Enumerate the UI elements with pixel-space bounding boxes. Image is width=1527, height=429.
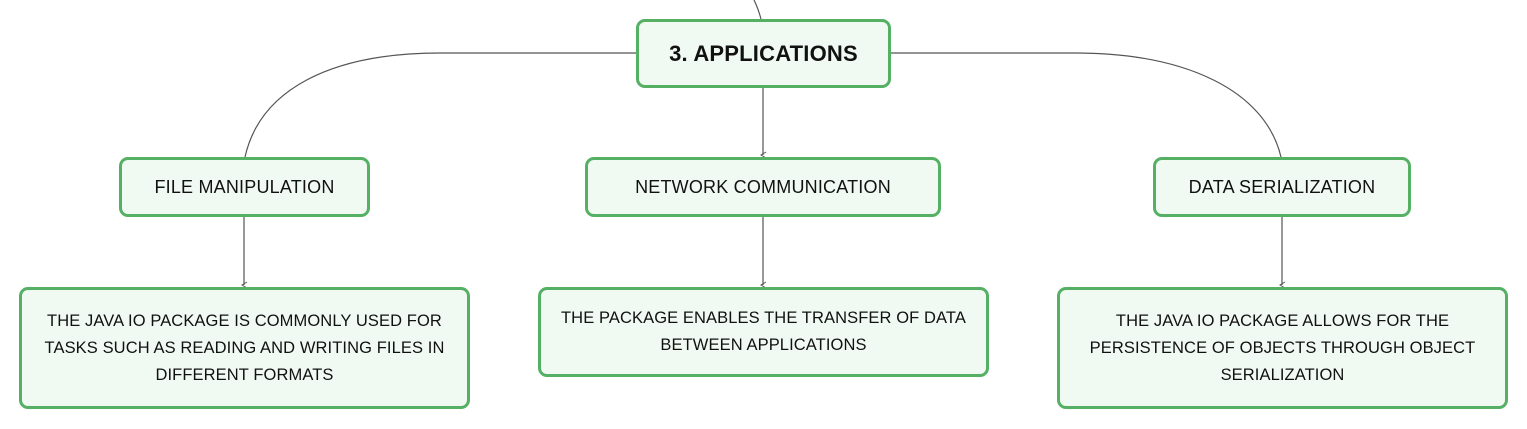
connector-root-to-data-serialization: [891, 52, 1282, 158]
leaf-node-file-manipulation-detail[interactable]: THE JAVA IO PACKAGE IS COMMONLY USED FOR…: [19, 287, 470, 409]
connector-parent-to-root: [753, 0, 762, 20]
connector-root-to-file-manipulation: [244, 52, 636, 158]
root-node-label: 3. APPLICATIONS: [669, 40, 858, 66]
leaf-node-text: THE JAVA IO PACKAGE IS COMMONLY USED FOR…: [44, 311, 445, 384]
leaf-node-data-serialization-detail[interactable]: THE JAVA IO PACKAGE ALLOWS FOR THE PERSI…: [1057, 287, 1508, 409]
leaf-node-text: THE PACKAGE ENABLES THE TRANSFER OF DATA…: [561, 309, 966, 354]
root-node-applications[interactable]: 3. APPLICATIONS: [636, 19, 891, 88]
branch-node-file-manipulation[interactable]: FILE MANIPULATION: [119, 157, 370, 217]
branch-node-label: FILE MANIPULATION: [154, 176, 335, 197]
leaf-node-text: THE JAVA IO PACKAGE ALLOWS FOR THE PERSI…: [1089, 311, 1476, 384]
branch-node-label: NETWORK COMMUNICATION: [635, 176, 891, 197]
branch-node-data-serialization[interactable]: DATA SERIALIZATION: [1153, 157, 1411, 217]
branch-node-network-communication[interactable]: NETWORK COMMUNICATION: [585, 157, 941, 217]
branch-node-label: DATA SERIALIZATION: [1188, 176, 1376, 197]
leaf-node-network-communication-detail[interactable]: THE PACKAGE ENABLES THE TRANSFER OF DATA…: [538, 287, 989, 377]
